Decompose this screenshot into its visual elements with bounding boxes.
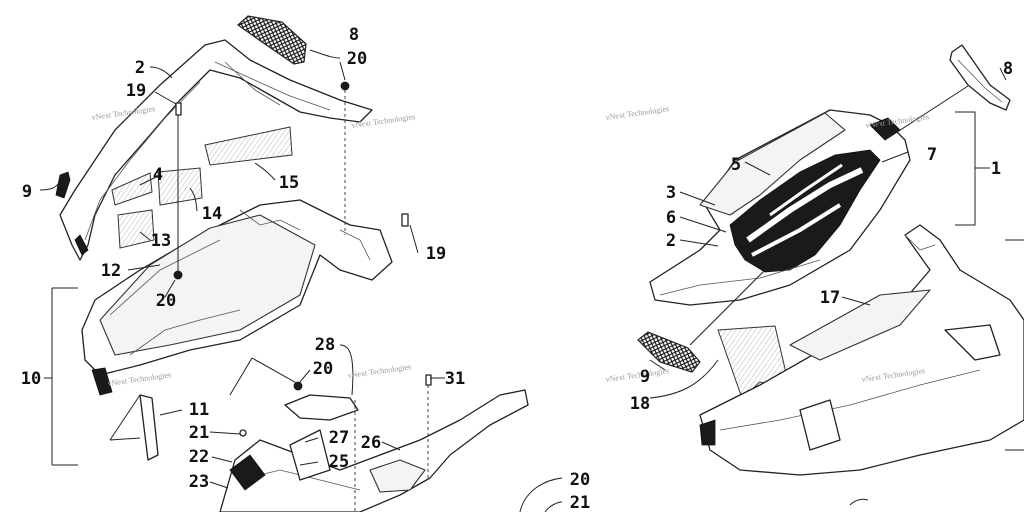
side-marker-part xyxy=(55,171,71,199)
watermark-text: vNext Technologies xyxy=(347,362,412,380)
callout-label: 4 xyxy=(153,165,163,185)
decal-parts xyxy=(111,126,293,249)
callout-label: 27 xyxy=(329,428,349,448)
callout-label: 20 xyxy=(156,291,176,311)
callout-label: 19 xyxy=(426,244,446,264)
upper-hood-right-part xyxy=(649,109,911,306)
callout-label: 3 xyxy=(666,183,676,203)
callout-label: 19 xyxy=(126,81,146,101)
callout-label: 9 xyxy=(640,367,650,387)
callout-label: 14 xyxy=(202,204,222,224)
watermark-text: vNext Technologies xyxy=(605,366,670,384)
callout-label: 15 xyxy=(279,173,299,193)
watermark-text: vNext Technologies xyxy=(107,370,172,388)
callout-label: 9 xyxy=(22,182,32,202)
watermark-text: vNext Technologies xyxy=(605,104,670,122)
lower-hood-right-part xyxy=(699,224,1024,476)
callout-label: 6 xyxy=(666,208,676,228)
callout-label: 12 xyxy=(101,261,121,281)
callout-label: 20 xyxy=(313,359,333,379)
callout-label: 13 xyxy=(151,231,171,251)
callout-label: 11 xyxy=(189,400,209,420)
callout-label: 8 xyxy=(349,25,359,45)
callout-label: 2 xyxy=(135,58,145,78)
bottom-pan-part xyxy=(219,389,529,512)
callout-label: 2 xyxy=(666,231,676,251)
callout-label: 10 xyxy=(21,369,41,389)
callout-label: 8 xyxy=(1003,59,1013,79)
callout-label: 26 xyxy=(361,433,381,453)
callout-label: 18 xyxy=(630,394,650,414)
callout-label: 5 xyxy=(731,155,741,175)
callout-label: 1 xyxy=(991,159,1001,179)
side-marker-right-part xyxy=(637,331,701,373)
callout-label: 28 xyxy=(315,335,335,355)
leader-lines-right xyxy=(649,67,1024,506)
callout-label: 21 xyxy=(189,423,209,443)
vent-mesh-part xyxy=(237,15,307,65)
callout-label: 31 xyxy=(445,369,465,389)
callout-label: 17 xyxy=(820,288,840,308)
callout-label: 22 xyxy=(189,447,209,467)
callout-label: 25 xyxy=(329,452,349,472)
vent-mesh-right-part xyxy=(949,44,1011,111)
callout-label: 20 xyxy=(570,470,590,490)
lower-hood-part xyxy=(81,199,393,396)
fastener-parts xyxy=(173,81,432,437)
callout-label: 20 xyxy=(347,49,367,69)
callout-label: 21 xyxy=(570,493,590,512)
callout-label: 23 xyxy=(189,472,209,492)
plate-part xyxy=(139,394,159,461)
leader-lines-left xyxy=(39,49,563,512)
callout-label: 7 xyxy=(927,145,937,165)
callout-labels: 8 20 2 19 4 15 9 14 13 12 19 20 10 28 20… xyxy=(21,25,1013,512)
